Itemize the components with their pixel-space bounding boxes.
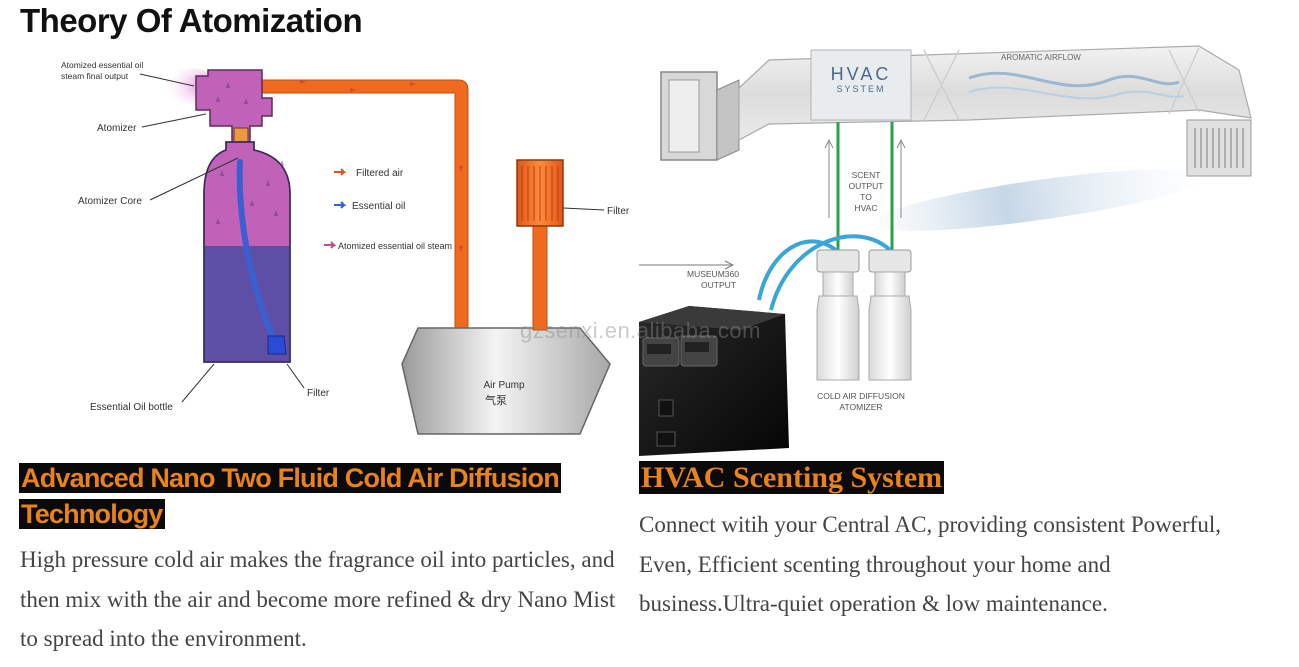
bottom-filter: [267, 335, 287, 355]
bottle-outline: [203, 141, 291, 363]
scent-output-2: OUTPUT: [849, 181, 884, 191]
label-final-output-2: steam final output: [61, 71, 129, 81]
label-filter-bottom: Filter: [307, 388, 330, 399]
air-pump-cn-label: 气泵: [485, 393, 507, 407]
section-heading-right: HVAC Scenting System: [639, 460, 1299, 496]
air-pipe: [261, 79, 469, 331]
hvac-unit: [810, 49, 912, 121]
atomizer-label-2: ATOMIZER: [839, 402, 882, 412]
left-column: Theory Of Atomization: [0, 0, 632, 667]
legend-atomized-steam: Atomized essential oil steam: [338, 241, 452, 251]
section-body-right: Connect witih your Central AC, providing…: [639, 512, 1221, 616]
air-pump: [401, 327, 611, 435]
legend-essential-oil: Essential oil: [352, 201, 405, 212]
scent-output-1: SCENT: [852, 170, 881, 180]
label-final-output-1: Atomized essential oil: [61, 60, 143, 70]
scent-output-3: TO: [860, 192, 872, 202]
outflow-air: [870, 169, 1208, 231]
heading-text: Advanced Nano Two Fluid Cold Air Diffusi…: [19, 463, 561, 529]
label-oil-bottle: Essential Oil bottle: [90, 402, 173, 413]
section-heading-left: Advanced Nano Two Fluid Cold Air Diffusi…: [19, 460, 619, 532]
atomization-diagram: Air Pump 气泵 Filter Filtered air Essentia…: [61, 60, 630, 435]
aromatic-airflow-label: AROMATIC AIRFLOW: [1001, 53, 1081, 62]
label-atomizer-core: Atomizer Core: [78, 196, 142, 207]
heading-text: HVAC Scenting System: [639, 461, 945, 494]
tube-2: [769, 234, 894, 311]
aromatic-airflow: [968, 71, 1180, 88]
section-body-left: High pressure cold air makes the fragran…: [20, 547, 616, 651]
air-pump-label: Air Pump: [483, 380, 525, 391]
diffuser-machine: [639, 306, 789, 456]
page-title: Theory Of Atomization: [20, 2, 363, 39]
filter-right-label: Filter: [607, 206, 630, 217]
atomizer-head: [195, 69, 273, 145]
atomizer-bottle-2: [868, 249, 912, 381]
atomizer-label-1: COLD AIR DIFFUSION: [817, 391, 905, 401]
hvac-label-1: HVAC: [831, 64, 892, 84]
label-atomizer: Atomizer: [97, 123, 137, 134]
scent-output-4: HVAC: [855, 203, 878, 213]
filter-stem: [532, 225, 548, 331]
tube-1: [757, 239, 840, 301]
legend-filtered-air: Filtered air: [356, 168, 404, 179]
right-column: HVAC SYSTEM AROMATIC AIRFLOW SCENT OUTPU…: [639, 0, 1299, 667]
museum-output-1: MUSEUM360: [687, 269, 739, 279]
museum-output-2: OUTPUT: [701, 280, 736, 290]
dip-tube: [236, 159, 279, 347]
atomizer-bottle-1: [816, 249, 860, 381]
hvac-label-2: SYSTEM: [836, 84, 885, 94]
watermark: gzsenxi.en.alibaba.com: [520, 318, 761, 343]
hvac-diagram: HVAC SYSTEM AROMATIC AIRFLOW SCENT OUTPU…: [639, 45, 1252, 456]
